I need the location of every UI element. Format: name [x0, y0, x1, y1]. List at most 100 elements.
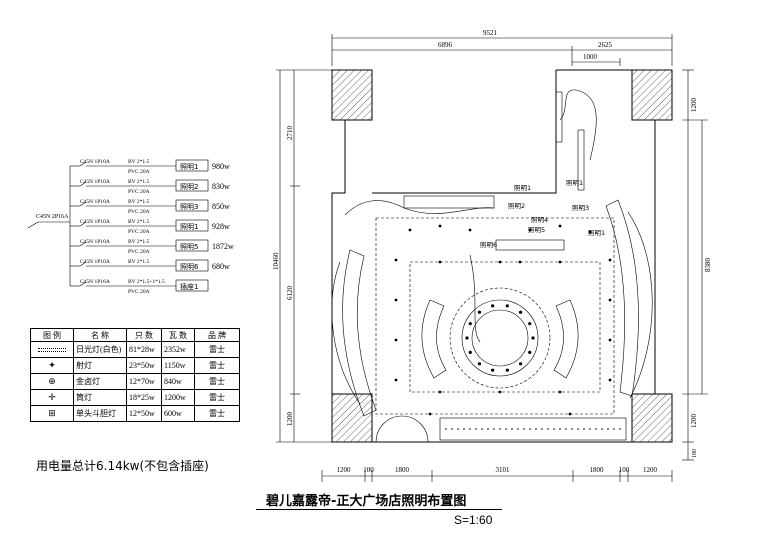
- legend-name: 日光灯(白色): [73, 341, 127, 358]
- spot-light-icon: [438, 260, 442, 264]
- circuit-power: 980w: [212, 162, 230, 171]
- circuit-box: [175, 259, 209, 272]
- branch-cable-label: BV 2*1.5: [128, 239, 150, 245]
- spot-light-icon: [394, 298, 398, 302]
- dim-top-left: 6896: [438, 41, 453, 49]
- dim-left-overall: 10460: [272, 252, 280, 270]
- legend-watts: 1200w: [161, 389, 195, 406]
- plan-circuit-label: 照明1: [566, 179, 583, 187]
- branch-cable-label: BV 2*1.5+1*1.5: [128, 279, 165, 285]
- legend-count: 12*70w: [126, 373, 162, 390]
- legend-header-watts: 瓦 数: [161, 328, 195, 342]
- spot-light-icon: [491, 304, 495, 308]
- dimensions: 9521 6896 2625 1000 10460 2710 6120 1200…: [272, 29, 712, 482]
- spot-light-icon: [468, 322, 472, 326]
- branch-conduit-label: PVC 20A: [128, 169, 150, 175]
- branch-breaker-label: C45N 1P10A: [80, 179, 110, 185]
- ceiling-outline: [375, 217, 615, 415]
- spot-light-icon: [528, 350, 532, 354]
- total-power-note: 用电量总计6.14kw(不包含插座): [36, 459, 209, 473]
- dim-bottom-segment: 100: [619, 466, 630, 474]
- branch-breaker-label: C45N 1P10A: [80, 199, 110, 205]
- branch-conduit-label: PVC 20A: [128, 229, 150, 235]
- legend-row: ⊕ 金卤灯 12*70w 840w 雷士: [30, 373, 240, 390]
- circuit-power: 850w: [212, 202, 230, 211]
- drawing-scale: S=1:60: [454, 513, 493, 527]
- title-underline: [256, 509, 502, 510]
- dim-left-mid: 6120: [286, 286, 294, 301]
- main-breaker-label: C45N 2P16A: [36, 214, 69, 220]
- circuit-power: 928w: [212, 222, 230, 231]
- grille-light-icon: ⊞: [30, 405, 74, 422]
- circuit-box: [175, 239, 209, 252]
- spot-light-icon: [468, 350, 472, 354]
- dim-bottom-segment: 1200: [643, 466, 658, 474]
- dim-right-upper: 1200: [690, 98, 698, 113]
- spot-light-icon: [518, 310, 523, 314]
- plan-circuit-label: 照明1: [588, 229, 605, 237]
- legend-header-brand: 品 牌: [194, 328, 240, 342]
- spot-light-icon: [394, 378, 398, 382]
- dim-right-overall: 8380: [704, 258, 712, 273]
- drawing-title: 碧儿嘉露帝-正大广场店照明布置图: [266, 494, 467, 509]
- spot-light-icon: [528, 322, 532, 326]
- legend-brand: 雷士: [194, 373, 240, 390]
- plan-circuit-label: 照明4: [531, 216, 548, 224]
- legend-header-count: 只 数: [126, 328, 162, 342]
- column-top-left: [331, 69, 373, 121]
- downlight-icon: ✛: [30, 389, 74, 406]
- branch-conduit-label: PVC 20A: [128, 249, 150, 255]
- dim-bottom-segment: 100: [363, 466, 374, 474]
- legend-row: ✛ 筒灯 18*25w 1200w 雷士: [30, 389, 240, 406]
- display-window: [439, 417, 627, 441]
- legend-header-name: 名 称: [73, 328, 127, 342]
- branch-breaker-label: C45N 1P10A: [80, 219, 110, 225]
- dim-top-overall: 9521: [483, 29, 498, 37]
- legend-watts: 2352w: [161, 341, 195, 358]
- circuit-box: [175, 179, 209, 192]
- branch-conduit-label: PVC 20A: [128, 189, 150, 195]
- spot-light-icon: [531, 336, 535, 340]
- legend-count: 23*50w: [126, 357, 162, 374]
- circuit-box: [175, 219, 209, 232]
- legend-name: 筒灯: [73, 389, 127, 406]
- plan-circuit-label: 照明5: [528, 226, 545, 234]
- right-wall: [632, 119, 672, 395]
- spot-light-icon: [491, 368, 495, 372]
- spot-light-icon: [465, 336, 469, 340]
- spot-light-icon: [518, 260, 522, 264]
- legend-watts: 600w: [161, 405, 195, 422]
- dim-right-lower: 1200: [690, 414, 698, 429]
- wall-cabinet-right: [605, 199, 639, 397]
- spot-light-icon: [505, 368, 509, 372]
- spot-light-icon: [608, 338, 612, 342]
- dim-left-lower: 1200: [286, 412, 294, 427]
- spot-light-icon: [394, 338, 398, 342]
- spot-light-icon: [558, 390, 562, 394]
- spot-light-icon: [408, 228, 412, 232]
- spot-light-icon: [394, 258, 398, 262]
- spot-light-icon: [438, 390, 442, 394]
- counter-left: [421, 299, 447, 379]
- spot-light-icon: ✦: [30, 357, 74, 374]
- branch-conduit-label: PVC 20A: [128, 209, 150, 215]
- circuit-box: [175, 199, 209, 212]
- legend-header: 图 例 名 称 只 数 瓦 数 品 牌: [30, 328, 240, 342]
- circuit-name: 照明6: [180, 263, 199, 271]
- legend-row: ⊞ 单头斗胆灯 12*50w 600w 雷士: [30, 405, 240, 422]
- spot-light-icon: [468, 228, 472, 232]
- dim-bottom-segment: 1200: [337, 466, 352, 474]
- spot-light-icon: [568, 412, 572, 416]
- spot-light-icon: [428, 412, 432, 416]
- spot-light-icon: [558, 224, 562, 228]
- branch-breaker-label: C45N 1P16A: [80, 279, 110, 285]
- spot-light-icon: [477, 310, 482, 314]
- dim-left-upper: 2710: [286, 126, 294, 141]
- dim-bottom-segment: 1800: [590, 466, 605, 474]
- branch-cable-label: BV 2*1.5: [128, 159, 150, 165]
- legend-count: 81*28w: [126, 341, 162, 358]
- legend-name: 单头斗胆灯: [73, 405, 127, 422]
- column-top-right: [631, 69, 673, 121]
- legend-brand: 雷士: [194, 357, 240, 374]
